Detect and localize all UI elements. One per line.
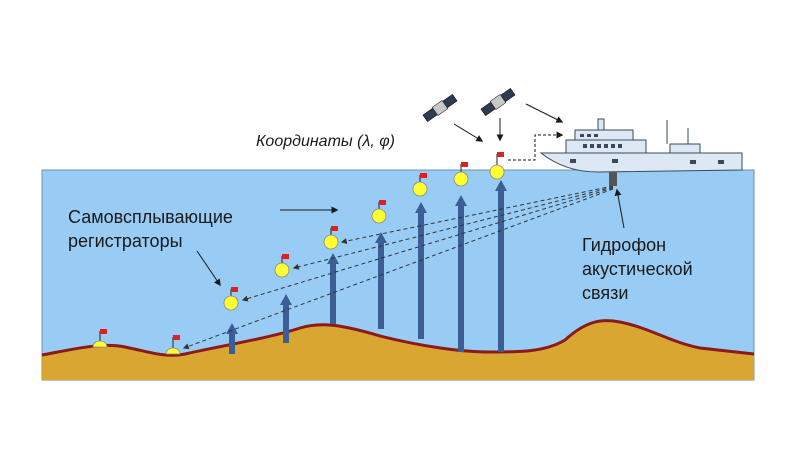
ascent-arrow [455, 195, 467, 352]
hydrophone-label-line3: связи [582, 283, 629, 303]
buoy-icon [274, 254, 290, 278]
hydrophone-label-line1: Гидрофон [582, 235, 667, 255]
buoy-icon [453, 162, 469, 187]
ship-icon [539, 118, 743, 173]
buoy-icon [371, 200, 387, 224]
buoy-icon [223, 287, 239, 311]
recorders-label: Самовсплывающие регистраторы [68, 205, 233, 253]
buoy-icon [165, 335, 181, 355]
coordinates-label: Координаты (λ, φ) [256, 133, 395, 150]
pointer-arrows [196, 103, 625, 287]
ascent-arrow [495, 180, 507, 352]
gps-data-link [508, 131, 564, 161]
hydrophone-label-line2: акустической [582, 259, 693, 279]
buoy-icon [489, 152, 505, 180]
satellite-icon [480, 87, 516, 117]
recorders-label-line1: Самовсплывающие [68, 207, 233, 227]
ascent-arrow [375, 232, 387, 329]
acoustic-links [182, 185, 614, 350]
buoy-icon [92, 329, 108, 348]
recorders-label-line2: регистраторы [68, 231, 183, 251]
ascent-arrows [226, 180, 507, 354]
seabed [42, 320, 754, 380]
buoys [92, 152, 505, 355]
ascent-arrow [280, 294, 292, 343]
satellite-icon [422, 93, 458, 123]
ascent-arrow [415, 202, 427, 339]
buoy-icon [412, 173, 428, 197]
buoy-icon [323, 226, 339, 250]
hydrophone-icon [609, 172, 617, 186]
seabed-edge [41, 319, 755, 357]
hydrophone-label: Гидрофон акустической связи [582, 233, 693, 305]
